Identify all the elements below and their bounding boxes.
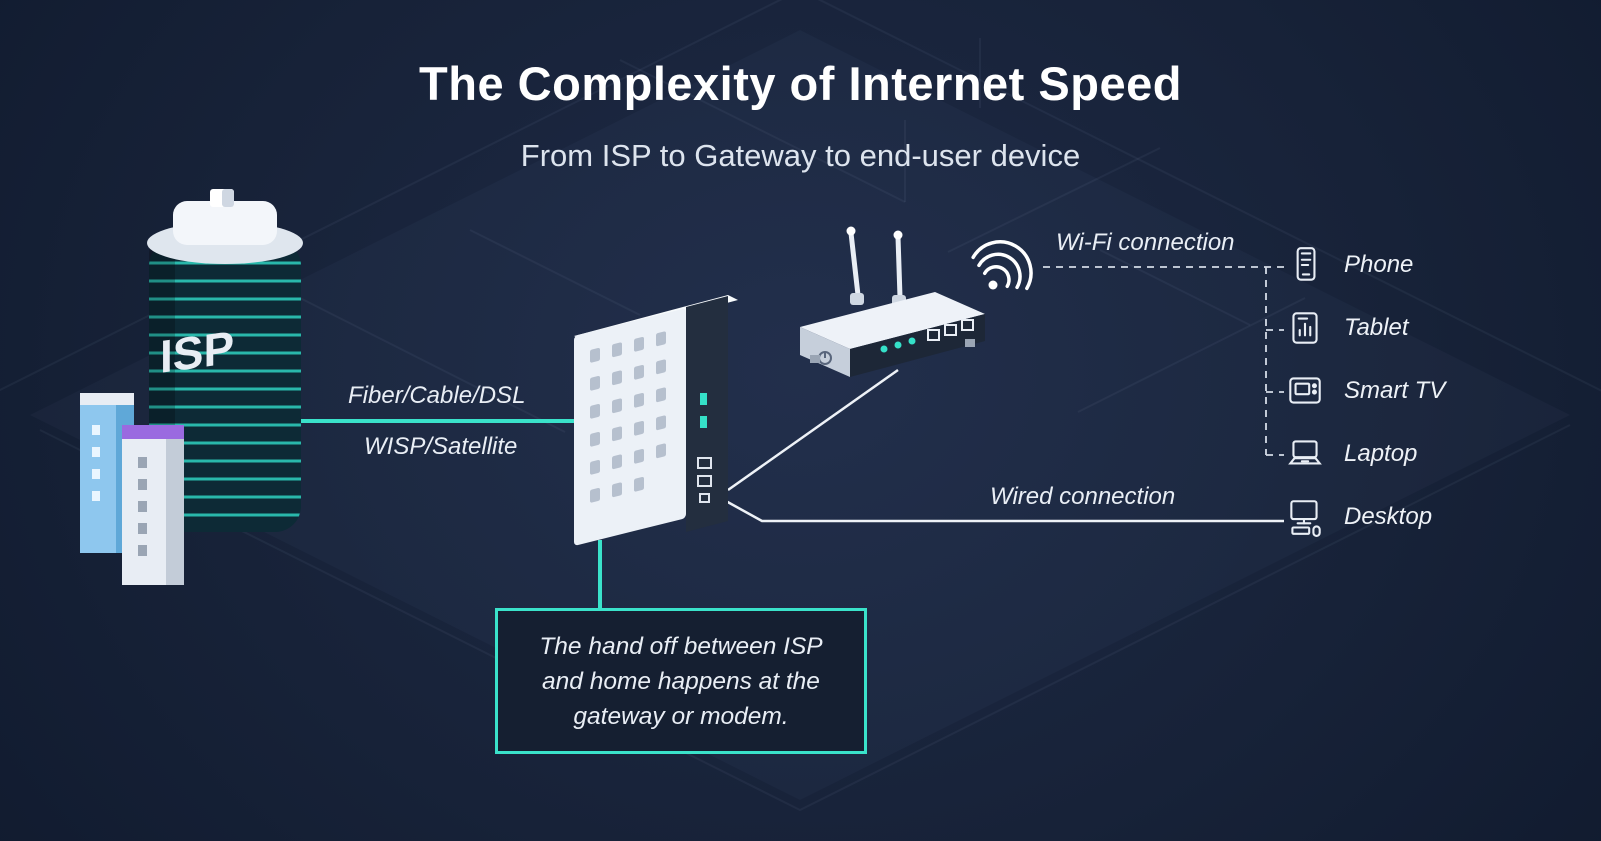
wifi-connection-label: Wi-Fi connection	[1056, 229, 1235, 256]
device-label-tablet: Tablet	[1344, 314, 1409, 341]
isp-label: ISP	[160, 321, 234, 383]
router-front	[850, 314, 985, 377]
callout-text: The hand off between ISP and home happen…	[539, 632, 823, 730]
callout-box: The hand off between ISP and home happen…	[495, 608, 867, 754]
router-antennas	[848, 230, 903, 300]
router-illustration	[800, 226, 1033, 377]
desktop-icon	[1290, 500, 1321, 537]
page-title: The Complexity of Internet Speed	[419, 57, 1182, 110]
modem-ports	[697, 457, 712, 503]
fiber-label: Fiber/Cable/DSL	[348, 382, 526, 409]
router-led	[908, 337, 916, 345]
modem-illustration	[574, 295, 738, 546]
isp-tower	[149, 240, 301, 532]
device-row-laptop: Laptop	[1284, 433, 1445, 475]
wifi-signal-icon	[971, 240, 1033, 291]
device-label-desktop: Desktop	[1344, 503, 1433, 530]
wired-line	[723, 498, 1284, 523]
device-row-phone: Phone	[1284, 244, 1445, 286]
router-led	[894, 341, 902, 349]
device-row-smart-tv: Smart TV	[1284, 370, 1445, 412]
tablet-icon	[1292, 312, 1318, 344]
wisp-label: WISP/Satellite	[364, 433, 518, 460]
smart-tv-icon	[1289, 377, 1321, 404]
router-led	[880, 345, 888, 353]
wired-connection-label: Wired connection	[990, 483, 1176, 510]
device-label-phone: Phone	[1344, 251, 1414, 278]
wifi-dashed-line	[1043, 266, 1284, 456]
modem-led	[700, 416, 707, 428]
device-label-laptop: Laptop	[1344, 440, 1418, 467]
isp-building-illustration: ISP	[80, 189, 303, 585]
device-row-tablet: Tablet	[1284, 307, 1445, 349]
laptop-icon	[1288, 440, 1322, 465]
router-top	[800, 292, 985, 349]
router-modem-line	[727, 368, 899, 492]
small-white-building	[122, 425, 184, 585]
device-row-desktop: Desktop	[1284, 496, 1445, 538]
modem-front	[574, 308, 686, 546]
isp-label-group: ISP	[160, 321, 234, 383]
page-subtitle: From ISP to Gateway to end-user device	[520, 138, 1081, 173]
router-ports	[927, 319, 974, 341]
modem-port-panel	[686, 296, 728, 532]
modem-vents	[590, 331, 666, 503]
phone-icon	[1296, 247, 1316, 281]
device-list: Phone Tablet Smart TV	[1284, 244, 1445, 538]
device-label-smart-tv: Smart TV	[1344, 377, 1446, 404]
modem-led	[700, 393, 707, 405]
